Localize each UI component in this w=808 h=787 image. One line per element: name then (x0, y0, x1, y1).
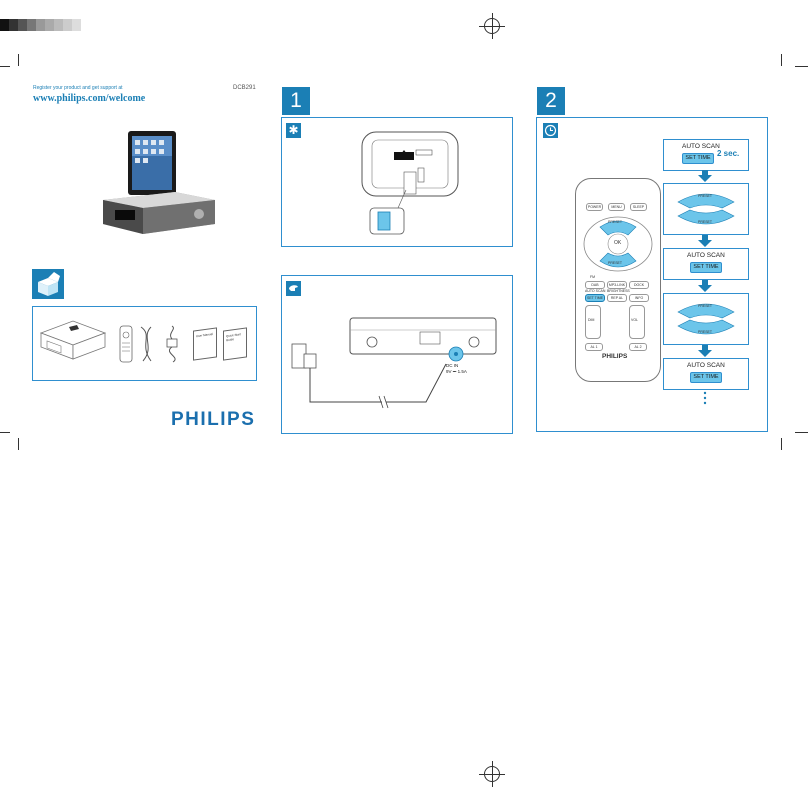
step-1-badge: 1 (282, 87, 310, 115)
crop-mark (18, 438, 19, 450)
crop-mark (795, 432, 808, 433)
website-link[interactable]: www.philips.com/welcome (33, 93, 145, 104)
preset-down-text: PRESET (698, 220, 712, 224)
registration-mark-top (484, 18, 500, 34)
power-connection-panel: DC IN 9V ⎓ 1.5A (281, 275, 513, 434)
user-manual-image: User Manual (193, 327, 217, 360)
dim-label: DIM (588, 318, 594, 322)
philips-logo: PHILIPS (171, 409, 255, 431)
arrow-down-icon (698, 235, 712, 247)
dab-button[interactable]: DAB (585, 281, 605, 289)
step-set-time-confirm-hours: AUTO SCAN SET TIME (663, 248, 749, 280)
arrow-down-icon (698, 280, 712, 292)
box-contents-panel: User Manual Quick Start Guide (32, 306, 257, 381)
dc-rating-label: 9V ⎓ 1.5A (446, 369, 467, 374)
sleep-button[interactable]: SLEEP (630, 203, 647, 211)
mp3-link-button[interactable]: MP3-LINK (607, 281, 627, 289)
continuation-dots (702, 390, 708, 406)
volume-rocker[interactable] (629, 305, 645, 339)
info-button[interactable]: INFO (629, 294, 649, 302)
crop-mark (795, 66, 808, 67)
preset-up-text: PRESET (698, 304, 712, 308)
clock-icon (543, 123, 558, 138)
remote-control-image (119, 325, 133, 363)
set-time-button[interactable]: SET TIME (585, 294, 605, 302)
quick-start-guide-image: Quick Start Guide (223, 327, 247, 360)
menu-button[interactable]: MENU (608, 203, 625, 211)
auto-scan-text: AUTO SCAN (687, 362, 725, 369)
fm-label: FM (590, 275, 595, 279)
preset-keys-graphic (664, 294, 748, 344)
crop-mark (781, 54, 782, 66)
preset-keys-graphic (664, 184, 748, 234)
user-manual-label: User Manual (194, 328, 216, 341)
dim-rocker[interactable] (585, 305, 601, 339)
registration-mark-bottom (484, 766, 500, 782)
crop-mark (18, 54, 19, 66)
arrow-down-icon (698, 170, 712, 182)
color-calibration-bar (0, 19, 81, 31)
crop-mark (781, 438, 782, 450)
set-time-key: SET TIME (690, 372, 722, 383)
auto-scan-text: AUTO SCAN (687, 252, 725, 259)
quick-start-label: Quick Start Guide (224, 328, 246, 345)
hold-duration-label: 2 sec. (717, 149, 739, 158)
power-connection-diagram (286, 306, 508, 426)
preset-down-label: PRESET (608, 261, 622, 265)
arrow-down-icon (698, 345, 712, 357)
battery-diagram (360, 130, 460, 236)
box-icon (32, 269, 64, 299)
alarm-2-button[interactable]: AL 2 (629, 343, 647, 351)
main-unit-image (39, 313, 109, 363)
power-adapter-image (161, 325, 183, 363)
brightness-label: BRIGHTNESS (607, 289, 630, 293)
vol-label: VOL (631, 318, 638, 322)
power-button[interactable]: POWER (586, 203, 603, 211)
set-time-key: SET TIME (690, 262, 722, 273)
dock-button[interactable]: DOCK (629, 281, 649, 289)
remote-control: POWER MENU SLEEP OK PRESET PRESET FM DAB… (575, 178, 661, 382)
remote-brand-label: PHILIPS (602, 353, 627, 360)
ok-button[interactable]: OK (614, 240, 621, 246)
battery-install-panel: ✱ (281, 117, 513, 247)
model-number: DCB291 (233, 85, 256, 91)
alarm-1-button[interactable]: AL 1 (585, 343, 603, 351)
preset-up-label: PRESET (608, 220, 622, 224)
step-preset-adjust-hours: PRESET PRESET (663, 183, 749, 235)
set-clock-panel: POWER MENU SLEEP OK PRESET PRESET FM DAB… (536, 117, 768, 432)
rep-al-button[interactable]: REP AL (607, 294, 627, 302)
dc-in-label: DC IN (446, 363, 458, 368)
audio-cable-image (137, 325, 157, 363)
auto-scan-label: AUTO SCAN (585, 289, 605, 293)
crop-mark (0, 66, 10, 67)
snowflake-icon: ✱ (286, 123, 301, 138)
step-preset-adjust-minutes: PRESET PRESET (663, 293, 749, 345)
step-set-time-confirm-minutes: AUTO SCAN SET TIME (663, 358, 749, 390)
product-image (95, 128, 225, 238)
crop-mark (0, 432, 10, 433)
preset-down-text: PRESET (698, 330, 712, 334)
register-text: Register your product and get support at (33, 85, 123, 91)
preset-up-text: PRESET (698, 194, 712, 198)
auto-scan-text: AUTO SCAN (682, 143, 720, 150)
set-time-key: SET TIME (682, 153, 714, 164)
plug-icon (286, 281, 301, 296)
step-2-badge: 2 (537, 87, 565, 115)
